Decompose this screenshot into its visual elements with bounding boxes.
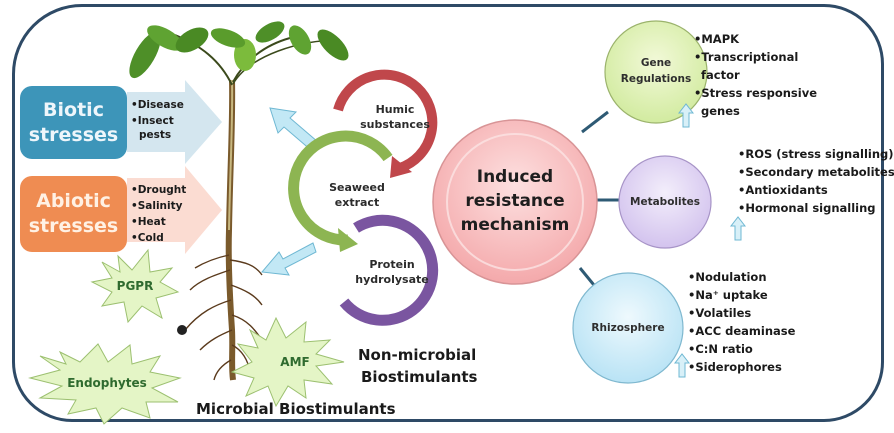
protein-to-plant-arrow — [261, 242, 317, 276]
list-item: •Antioxidants — [738, 183, 828, 197]
protein-line1: Protein — [369, 258, 415, 271]
list-item: •Transcriptional — [694, 50, 799, 64]
pgpr-star — [90, 248, 180, 324]
center-line2: resistance — [465, 191, 565, 211]
humic-arc — [333, 69, 438, 178]
center-circle — [432, 119, 598, 285]
list-item: •Volatiles — [688, 306, 752, 320]
list-item: •Hormonal signalling — [738, 201, 876, 215]
gene-regulations-list: •MAPK •Transcriptional factor •Stress re… — [694, 30, 817, 120]
abiotic-title-line2: stresses — [28, 215, 119, 237]
seaweed-line2: extract — [334, 196, 380, 209]
list-item: •Insect — [131, 115, 174, 127]
biotic-arrow — [127, 80, 222, 164]
metabolites-list: •ROS (stress signalling) •Secondary meta… — [738, 145, 894, 217]
metabolites-circle — [618, 155, 712, 249]
list-item: •ROS (stress signalling) — [738, 147, 894, 161]
pgpr-label: PGPR — [116, 279, 154, 293]
humic-substances-label: Humic substances — [355, 102, 435, 132]
metabolites-label: Metabolites — [630, 196, 700, 208]
induced-resistance-label: Induced resistance mechanism — [445, 165, 585, 237]
endophytes-star — [28, 343, 182, 425]
biotic-title-line1: Biotic — [43, 98, 104, 121]
list-item: •C:N ratio — [688, 342, 753, 356]
biotic-stresses-box: Biotic stresses — [20, 86, 127, 159]
humic-line1: Humic — [375, 103, 415, 116]
list-item: •Cold — [131, 232, 164, 244]
seaweed-arc — [288, 130, 393, 252]
abiotic-title-line1: Abiotic — [36, 190, 111, 212]
seaweed-line1: Seaweed — [329, 181, 385, 194]
protein-arc — [339, 214, 439, 326]
plant-icon — [129, 21, 349, 381]
list-item: •Stress responsive — [694, 86, 818, 100]
biotic-stress-list: •Disease •Insect pests — [131, 97, 184, 141]
gene-regulations-circle — [604, 20, 708, 124]
list-item: •Drought — [131, 184, 187, 196]
center-line1: Induced — [476, 167, 554, 187]
gene-line2: Regulations — [620, 73, 692, 85]
endophytes-label: Endophytes — [67, 376, 147, 390]
amf-star — [230, 316, 345, 408]
abiotic-stresses-box: Abiotic stresses — [20, 176, 127, 252]
gene-up-arrow — [677, 103, 695, 128]
non-microbial-line2: Biostimulants — [361, 368, 478, 386]
non-microbial-line1: Non-microbial — [358, 346, 477, 364]
list-item: •Salinity — [131, 200, 183, 212]
list-item: •Nodulation — [688, 270, 767, 284]
list-item: •ACC deaminase — [688, 324, 796, 338]
list-item: •MAPK — [694, 32, 740, 46]
metabolites-up-arrow — [729, 216, 747, 241]
amf-label: AMF — [280, 355, 310, 369]
protein-hydrolysate-label: Protein hydrolysate — [352, 257, 432, 287]
diagram-frame — [12, 4, 884, 422]
gene-regulations-label: Gene Regulations — [606, 55, 706, 87]
humic-line2: substances — [360, 118, 430, 131]
protein-line2: hydrolysate — [355, 273, 429, 286]
center-line3: mechanism — [460, 215, 570, 235]
connector-gene — [581, 110, 609, 134]
list-item: genes — [701, 104, 740, 118]
list-item: factor — [701, 68, 740, 82]
list-item: •Disease — [131, 99, 184, 111]
list-item: pests — [139, 129, 172, 141]
rhizosphere-up-arrow — [673, 353, 691, 378]
abiotic-stress-list: •Drought •Salinity •Heat •Cold — [131, 182, 186, 246]
rhizosphere-circle — [572, 272, 684, 384]
biotic-title-line2: stresses — [28, 123, 119, 146]
rhizosphere-list: •Nodulation •Na⁺ uptake •Volatiles •ACC … — [688, 268, 795, 376]
seaweed-extract-label: Seaweed extract — [322, 180, 392, 210]
non-microbial-biostimulants-caption: Non-microbial Biostimulants — [358, 344, 477, 388]
rhizosphere-label: Rhizosphere — [591, 322, 665, 334]
list-item: •Na⁺ uptake — [688, 288, 768, 302]
list-item: •Heat — [131, 216, 166, 228]
gene-line1: Gene — [640, 57, 672, 69]
microbial-biostimulants-caption: Microbial Biostimulants — [196, 400, 396, 418]
list-item: •Siderophores — [688, 360, 782, 374]
list-item: •Secondary metabolites — [738, 165, 894, 179]
abiotic-arrow — [127, 166, 222, 254]
